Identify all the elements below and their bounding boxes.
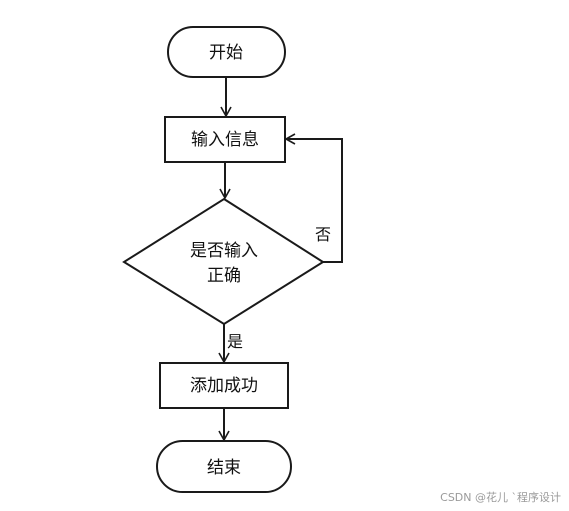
no-label: 否: [315, 225, 331, 244]
check-node: [122, 197, 325, 326]
check-label-line2: 正确: [207, 266, 241, 286]
input-label: 输入信息: [191, 130, 259, 150]
yes-label: 是: [227, 332, 243, 351]
edge-no-loop: [284, 133, 343, 263]
end-label: 结束: [207, 458, 241, 478]
watermark: CSDN @花儿 `程序设计: [440, 491, 561, 504]
input-node: [164, 116, 286, 163]
success-node: [159, 362, 289, 409]
check-label-line1: 是否输入: [190, 241, 258, 261]
end-node: [156, 440, 292, 493]
success-label: 添加成功: [190, 376, 258, 396]
start-label: 开始: [209, 43, 243, 63]
